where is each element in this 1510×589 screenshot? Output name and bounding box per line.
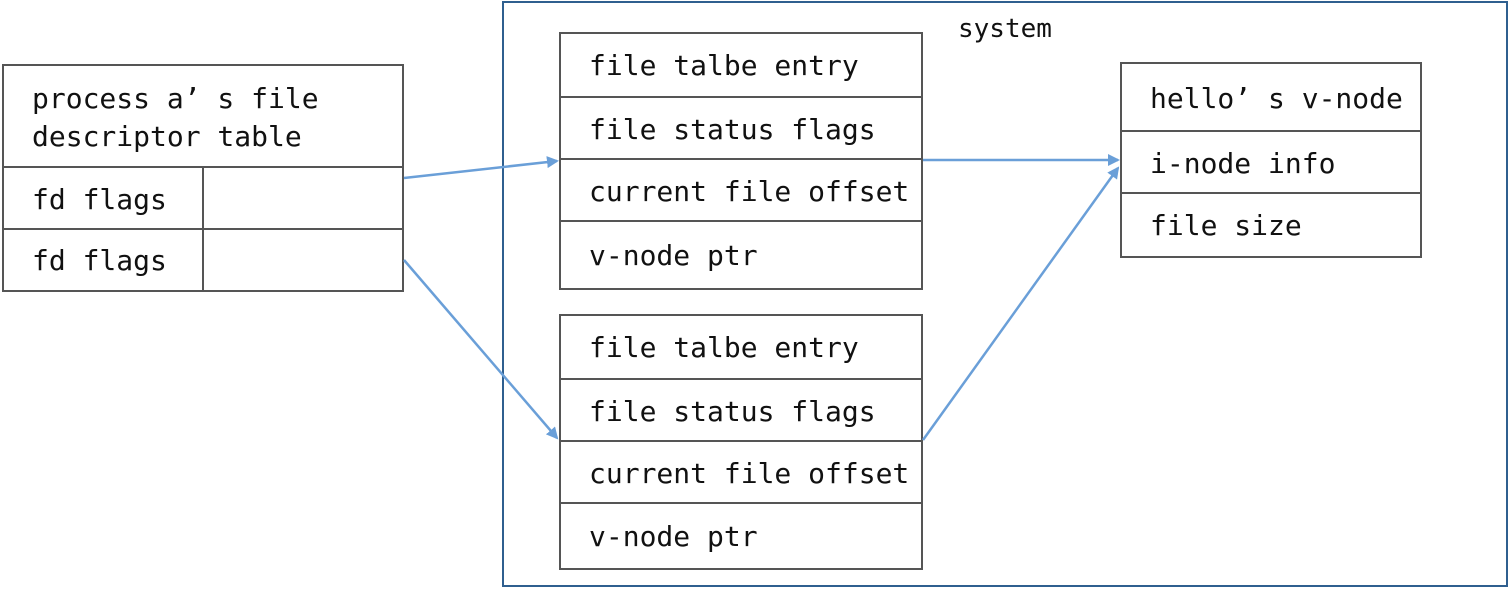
file-table-1-row-status: file status flags [561, 96, 921, 160]
process-fd-table: process a’ s file descriptor table fd fl… [2, 64, 404, 292]
file-table-1: file talbe entry file status flags curre… [559, 32, 923, 290]
file-table-2-entry-label: file talbe entry [589, 330, 859, 364]
file-table-2-row-entry: file talbe entry [561, 316, 921, 378]
file-table-2-offset-label: current file offset [589, 456, 910, 490]
vnode-row-inode-info: i-node info [1122, 130, 1420, 194]
fd-column-divider [202, 166, 204, 290]
file-table-2-vnode-ptr-label: v-node ptr [589, 519, 758, 553]
title-line-2: descriptor table [32, 120, 302, 153]
file-table-2-row-status: file status flags [561, 378, 921, 442]
title-line-1: process a’ s file [32, 82, 319, 115]
file-table-1-row-vnode-ptr: v-node ptr [561, 220, 921, 288]
system-frame [502, 1, 1508, 587]
arrow-fd1-to-file-table-1 [403, 156, 559, 180]
system-label: system [958, 14, 1052, 44]
vnode-row-file-size: file size [1122, 192, 1420, 256]
file-table-1-offset-label: current file offset [589, 174, 910, 208]
file-table-1-row-entry: file talbe entry [561, 34, 921, 96]
fd-row-1-label: fd flags [32, 182, 167, 216]
file-table-2-row-offset: current file offset [561, 440, 921, 504]
vnode-file-size-label: file size [1150, 208, 1302, 242]
arrow-fd2-to-file-table-2 [403, 259, 559, 440]
file-table-1-entry-label: file talbe entry [589, 48, 859, 82]
fd-row-2-label: fd flags [32, 243, 167, 277]
file-table-2: file talbe entry file status flags curre… [559, 314, 923, 570]
arrow-file-table-2-to-vnode [921, 166, 1120, 441]
file-table-2-status-label: file status flags [589, 394, 876, 428]
file-table-2-row-vnode-ptr: v-node ptr [561, 502, 921, 568]
vnode-title-label: hello’ s v-node [1150, 81, 1403, 115]
vnode-inode-info-label: i-node info [1150, 146, 1336, 180]
file-table-1-vnode-ptr-label: v-node ptr [589, 238, 758, 272]
file-table-1-row-offset: current file offset [561, 158, 921, 222]
vnode-row-title: hello’ s v-node [1122, 64, 1420, 132]
process-fd-table-title: process a’ s file descriptor table [32, 80, 319, 156]
vnode-table: hello’ s v-node i-node info file size [1120, 62, 1422, 258]
file-table-1-status-label: file status flags [589, 112, 876, 146]
